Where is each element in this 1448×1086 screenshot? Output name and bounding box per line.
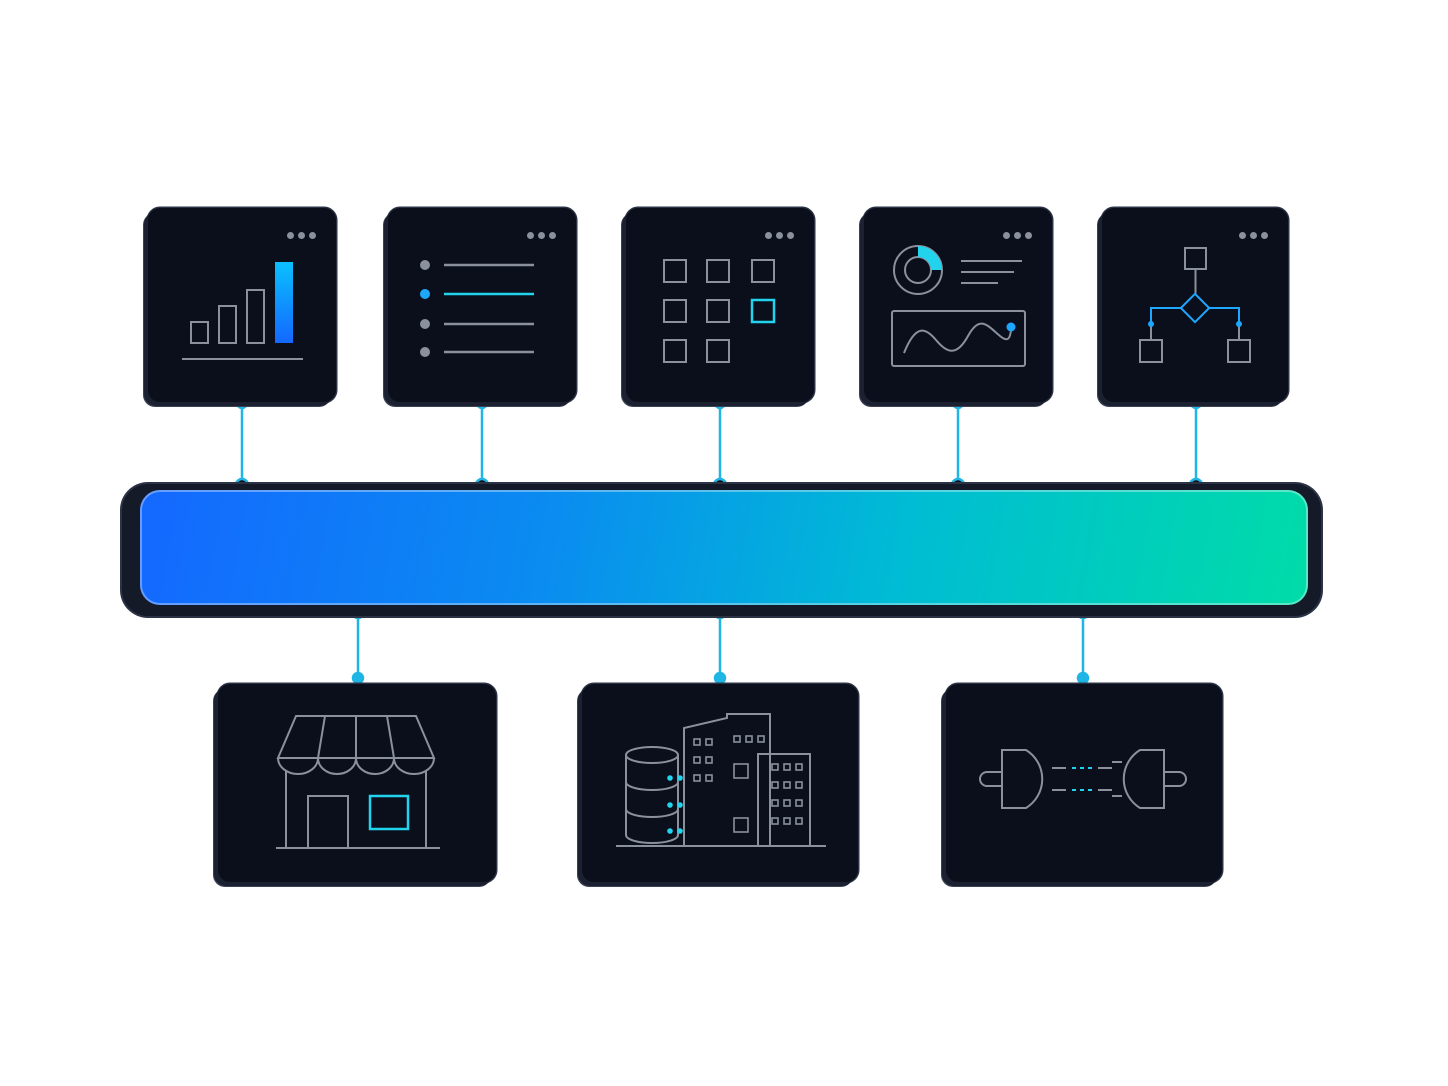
more-dots-icon[interactable] xyxy=(287,232,316,239)
plug-connection-icon xyxy=(979,749,1187,809)
integration-bus xyxy=(140,490,1308,605)
flowchart-icon xyxy=(1139,247,1251,363)
storefront-icon xyxy=(276,715,440,849)
dashboard-card[interactable] xyxy=(864,208,1052,402)
workflow-card[interactable] xyxy=(1102,208,1288,402)
more-dots-icon[interactable] xyxy=(1003,232,1032,239)
bar-chart-icon xyxy=(182,262,303,360)
more-dots-icon[interactable] xyxy=(527,232,556,239)
list-icon xyxy=(420,260,534,357)
database-buildings-icon xyxy=(616,713,826,847)
grid-card[interactable] xyxy=(626,208,814,402)
grid-icon xyxy=(663,259,776,363)
dashboard-icon xyxy=(891,245,1026,367)
more-dots-icon[interactable] xyxy=(1239,232,1268,239)
data-center-card[interactable] xyxy=(582,684,858,882)
store-card[interactable] xyxy=(218,684,496,882)
list-card[interactable] xyxy=(388,208,576,402)
integration-card[interactable] xyxy=(946,684,1222,882)
more-dots-icon[interactable] xyxy=(765,232,794,239)
analytics-card[interactable] xyxy=(148,208,336,402)
